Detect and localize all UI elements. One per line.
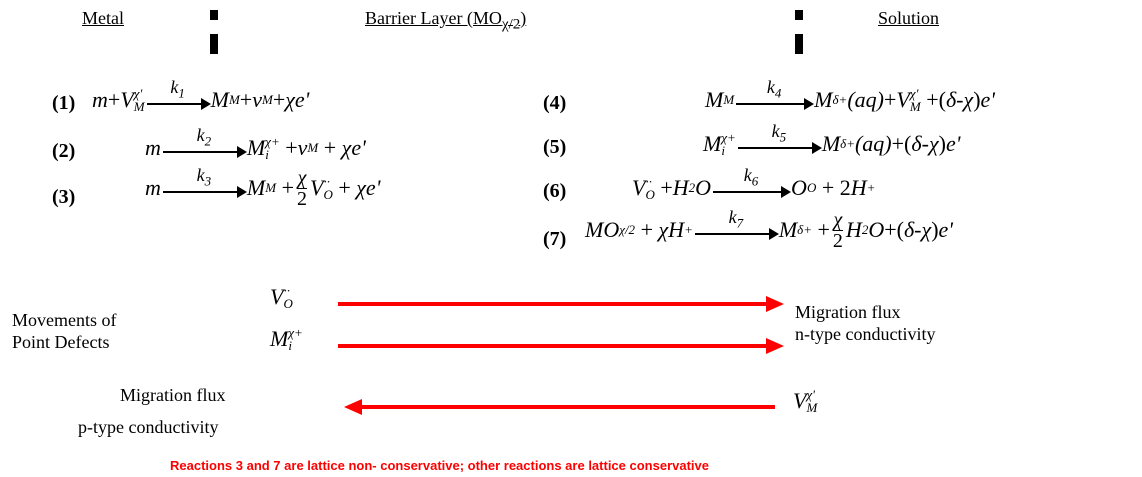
cation-vacancy-flux-arrow [344,399,775,415]
metal-interstitial-flux-arrow [338,338,784,354]
p-type-flux-line2: p-type conductivity [78,417,219,437]
barrier-layer-text: Barrier Layer (MO [365,8,502,28]
p-type-flux-line1: Migration flux [120,385,226,405]
reaction-5-rate-constant: k [771,121,780,141]
reaction-4-number: (4) [543,92,567,114]
reaction-4-rate-subscript: 4 [774,85,782,101]
movements-label-line2: Point Defects [12,332,110,352]
reaction-6-number: (6) [543,180,567,202]
film-solution-interface-dash-top [795,10,803,20]
reaction-7-rate-subscript: 7 [736,215,744,231]
reaction-6-rate-constant: k [743,165,752,185]
movements-label-line1: Movements of [12,310,117,330]
metal-film-interface-dash-bottom [210,34,218,54]
lattice-conservation-note: Reactions 3 and 7 are lattice non- conse… [170,458,709,473]
barrier-layer-header: Barrier Layer (MOχ/2) [365,8,526,34]
reaction-5-number: (5) [543,136,567,158]
reaction-1-number: (1) [52,92,76,114]
oxygen-vacancy-symbol: V··O [270,283,293,311]
reaction-2-rate-constant: k [196,125,205,145]
reaction-4-rate-constant: k [766,77,775,97]
reaction-5-rate-subscript: 5 [779,129,787,145]
solution-header: Solution [878,8,940,28]
oxygen-vacancy-flux-arrow [338,296,784,312]
reaction-1-rate-subscript: 1 [178,85,185,101]
reaction-6-rate-subscript: 6 [751,173,759,189]
reaction-2-number: (2) [52,140,76,162]
film-solution-interface-dash-bottom [795,34,803,54]
reaction-2-rate-subscript: 2 [204,133,212,149]
metal-header: Metal [82,8,124,28]
n-type-flux-line2: n-type conductivity [795,324,936,344]
reaction-7-rate-constant: k [728,207,737,227]
barrier-layer-close: ) [520,8,527,28]
reaction-3-rate-subscript: 3 [204,173,212,189]
reaction-7-number: (7) [543,228,567,250]
metal-film-interface-dash-top [210,10,218,20]
n-type-flux-line1: Migration flux [795,302,901,322]
reaction-1-rate-constant: k [170,77,179,97]
reaction-3-number: (3) [52,186,76,208]
barrier-layer-subscript: χ/2 [501,16,521,33]
reaction-3-rate-constant: k [196,165,205,185]
